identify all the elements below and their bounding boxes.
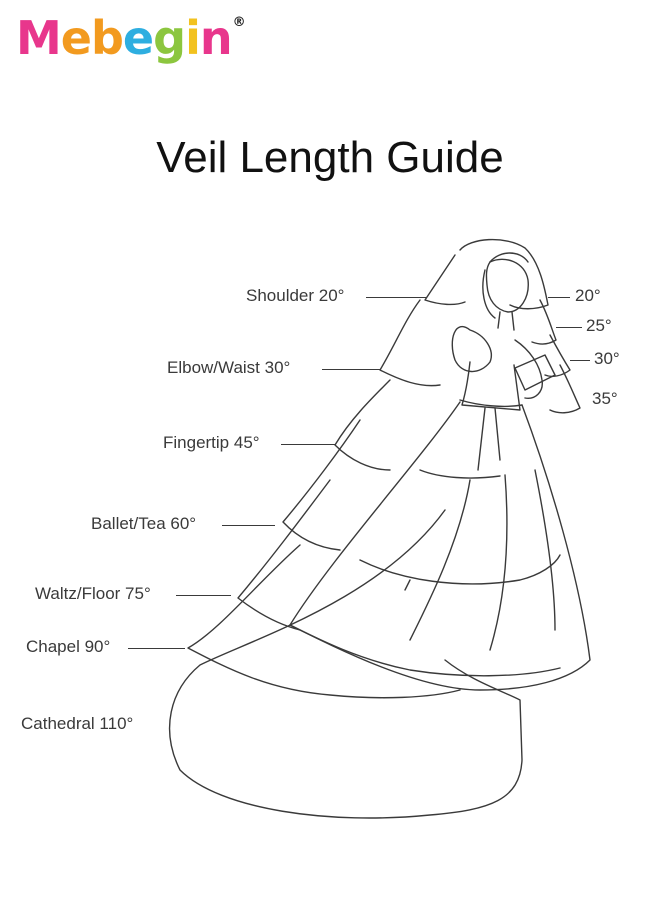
label-waltz-floor: Waltz/Floor 75° (35, 584, 151, 603)
leader-line-waltz-floor (176, 595, 231, 596)
veil-right-tier-3 (549, 364, 581, 414)
label-cathedral: Cathedral 110° (21, 714, 134, 733)
leader-line-ballet-tea (222, 525, 275, 526)
label-elbow-waist: Elbow/Waist 30° (167, 358, 291, 377)
bride-skirt-fold-2 (489, 474, 508, 651)
veil-right-tier-1 (531, 299, 557, 345)
label-right-30: 30° (594, 349, 620, 368)
label-right-35: 35° (592, 389, 618, 408)
veil-cathedral-tier (168, 509, 523, 819)
registered-mark: ® (232, 15, 246, 30)
bride-skirt-fold-3 (534, 469, 556, 631)
label-right-25: 25° (586, 316, 612, 335)
leader-line-fingertip (281, 444, 335, 445)
veil-shoulder-tier (424, 254, 466, 306)
bride-skirt-hem (289, 624, 561, 677)
leader-line-elbow-waist (322, 369, 380, 370)
page-title: Veil Length Guide (156, 133, 504, 182)
leader-line-right-20 (548, 297, 570, 298)
leader-line-shoulder (366, 297, 426, 298)
logo-letter: M (16, 11, 62, 65)
logo-letter: b (90, 11, 124, 65)
veil-elbow-tier (379, 299, 441, 387)
label-chapel: Chapel 90° (26, 637, 111, 656)
leader-line-chapel (128, 648, 185, 649)
logo-letter: n (199, 11, 233, 65)
bride-hair (482, 252, 529, 319)
label-right-20: 20° (575, 286, 601, 305)
label-fingertip: Fingertip 45° (163, 433, 260, 452)
veil-right-tier-2 (544, 334, 571, 378)
veil-fingertip-tier (334, 379, 391, 471)
leader-line-right-25 (556, 327, 582, 328)
bride-waist (459, 399, 523, 408)
bride-puff-sleeve-left (451, 326, 492, 373)
logo-letter: e (122, 11, 154, 65)
bride-neck (497, 311, 515, 331)
brand-logo: Mebegin® (16, 4, 246, 85)
logo-letter: e (60, 11, 92, 65)
leader-line-right-30 (570, 360, 590, 361)
bride-bouquet (514, 354, 556, 391)
brand-logo-letters: Mebegin (16, 11, 233, 65)
veil-ballet-tier (282, 419, 361, 551)
bride-skirt-tier-1 (419, 469, 501, 479)
bride-skirt-tier-3 (404, 579, 411, 591)
bride-skirt-tier-2 (359, 554, 561, 585)
logo-letter: i (185, 11, 201, 65)
label-ballet-tea: Ballet/Tea 60° (91, 514, 197, 533)
logo-letter: g (153, 11, 186, 65)
bride-bodice (461, 361, 521, 411)
bride-head (485, 258, 529, 313)
label-shoulder: Shoulder 20° (246, 286, 345, 305)
bride-arm (514, 339, 543, 399)
veil-waltz-tier (237, 479, 331, 631)
bride-skirt-outline (289, 401, 591, 691)
bride-skirt-fold-1 (409, 479, 471, 641)
bride-sash-ribbon (477, 407, 501, 471)
veil-top (459, 238, 549, 310)
